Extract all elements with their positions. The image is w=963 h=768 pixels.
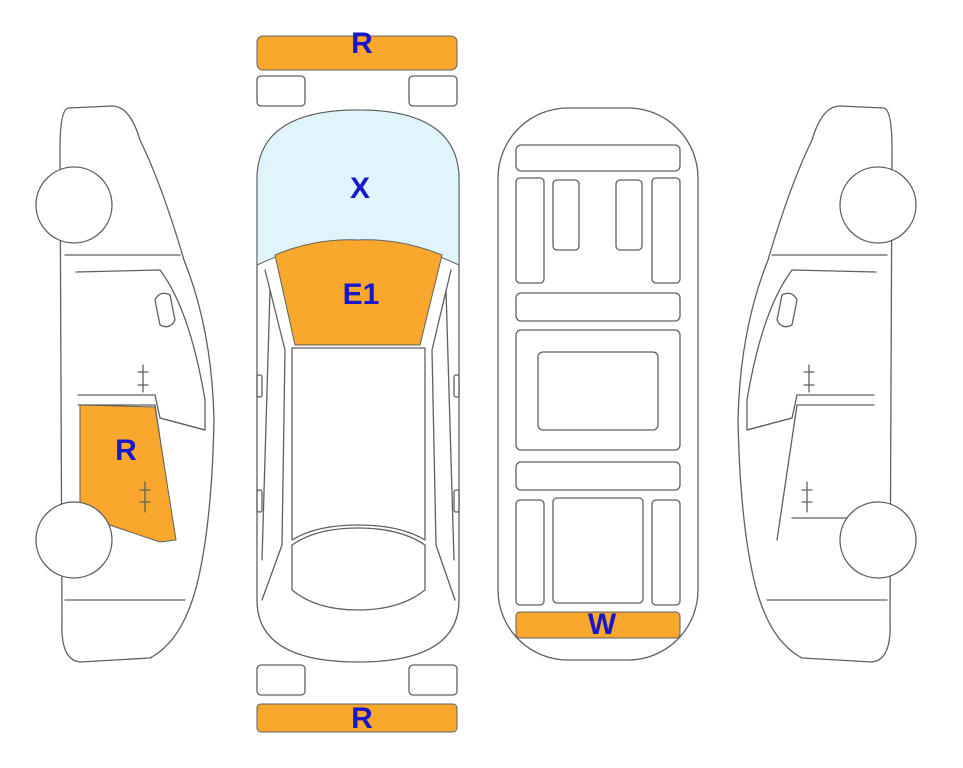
interior-rear-right-seat — [651, 499, 681, 606]
left-rear-door-damage — [79, 404, 177, 543]
windshield-label: X — [350, 172, 370, 205]
interior-front-right-seat — [651, 177, 681, 284]
right-door-handle-top — [453, 489, 460, 513]
left-rear-wheel — [35, 501, 113, 579]
front-bumper-label: R — [351, 27, 373, 60]
left-front-wheel — [35, 166, 113, 244]
interior-rear-bench — [552, 497, 644, 604]
left-mirror-top — [256, 374, 263, 398]
rear-left-taillight — [256, 664, 306, 696]
left-door-handle-top — [256, 489, 263, 513]
rear-right-taillight — [408, 664, 458, 696]
interior-rear-bar — [515, 461, 681, 491]
interior-front-left-seat — [515, 177, 545, 284]
car-interior-view: W — [497, 107, 699, 661]
hood-damage — [274, 239, 443, 346]
right-front-wheel — [839, 166, 917, 244]
right-side-window-frame — [746, 269, 877, 431]
interior-front-right-seatback — [615, 179, 643, 251]
rear-bumper-label: R — [351, 702, 373, 735]
left-side-window-frame — [75, 269, 206, 431]
rear-window-outline — [291, 527, 426, 611]
interior-floor-inner — [537, 351, 659, 431]
car-right-side-view — [737, 105, 917, 663]
right-side-mirror — [776, 292, 798, 328]
interior-dashboard — [515, 144, 681, 172]
interior-rear-label: W — [588, 608, 617, 641]
left-side-mirror — [154, 292, 176, 328]
left-side-belt-line — [64, 254, 186, 601]
left-front-door-handle-icon — [137, 364, 149, 393]
left-pillars — [261, 269, 286, 601]
right-rear-door-handle-icon — [801, 481, 813, 513]
right-pillars — [431, 269, 456, 601]
right-rear-wheel — [839, 501, 917, 579]
hood-label: E1 — [343, 278, 380, 311]
rear-bumper-damage — [256, 703, 458, 733]
car-top-view: R X E1 R — [256, 27, 460, 735]
roof-outline — [291, 347, 426, 541]
interior-rear-left-seat — [515, 499, 545, 606]
interior-center-bar — [515, 292, 681, 322]
car-left-side-view: R — [35, 105, 215, 663]
right-front-door-handle-icon — [803, 364, 815, 393]
right-mirror-top — [453, 374, 460, 398]
interior-rear-damage — [515, 611, 681, 639]
front-left-headlight — [256, 75, 306, 107]
front-right-headlight — [408, 75, 458, 107]
interior-front-left-seatback — [552, 179, 580, 251]
left-rear-door-handle-icon — [139, 481, 151, 513]
front-bumper-damage — [256, 35, 458, 71]
left-rear-door-label: R — [115, 434, 137, 467]
right-side-belt-line — [766, 254, 888, 601]
